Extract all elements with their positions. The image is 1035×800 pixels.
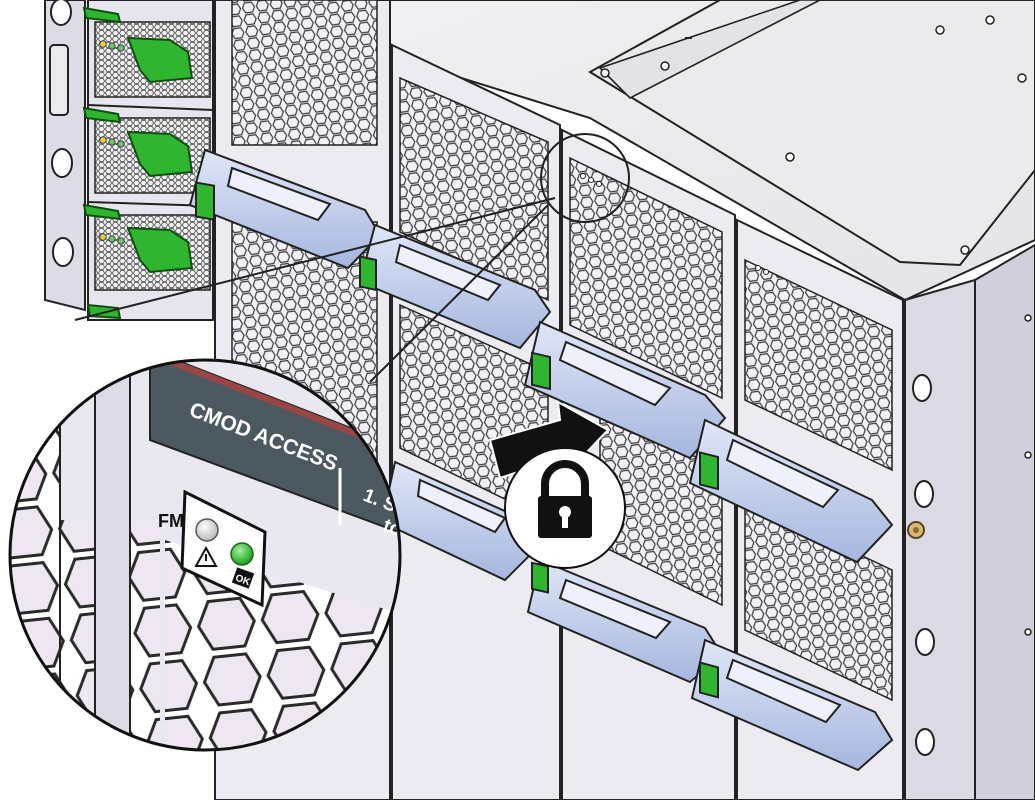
fan-bay-column-2 — [391, 43, 561, 800]
top-panel-slot — [598, 0, 821, 99]
magnified-callout: CMOD ACCESS 1. Se to FM OK — [8, 358, 404, 752]
fan-handle-4 — [688, 418, 894, 564]
fault-led — [195, 518, 219, 542]
zoom-leader-line-1 — [369, 204, 549, 383]
module-status-leds — [99, 40, 125, 245]
ok-badge — [231, 567, 255, 589]
lock-icon — [538, 460, 592, 538]
callout-instruction-line2: to — [380, 515, 404, 541]
chassis-right-side — [974, 243, 1035, 800]
side-screws — [1024, 314, 1032, 636]
rack-ear-holes — [912, 374, 935, 756]
fm-label: FM — [158, 511, 184, 531]
fan-handle-7 — [690, 638, 894, 772]
top-access-plate — [588, 0, 1035, 267]
left-ear-holes — [49, 0, 74, 267]
warning-icon — [194, 545, 218, 567]
fan-handle-6 — [526, 558, 724, 684]
zoom-leader-line-2 — [74, 197, 556, 321]
lock-badge — [504, 447, 626, 569]
fan-handle-1 — [188, 148, 382, 270]
zoom-source-circle — [540, 133, 630, 223]
green-release-levers — [82, 6, 194, 320]
fan-handles — [188, 148, 894, 772]
ground-lug — [907, 521, 925, 539]
ok-label: OK — [234, 573, 253, 589]
rack-ear-right — [904, 278, 976, 800]
ok-led — [230, 542, 254, 566]
fan-handle-2 — [358, 223, 552, 350]
fan-handle-3-active — [523, 320, 727, 460]
